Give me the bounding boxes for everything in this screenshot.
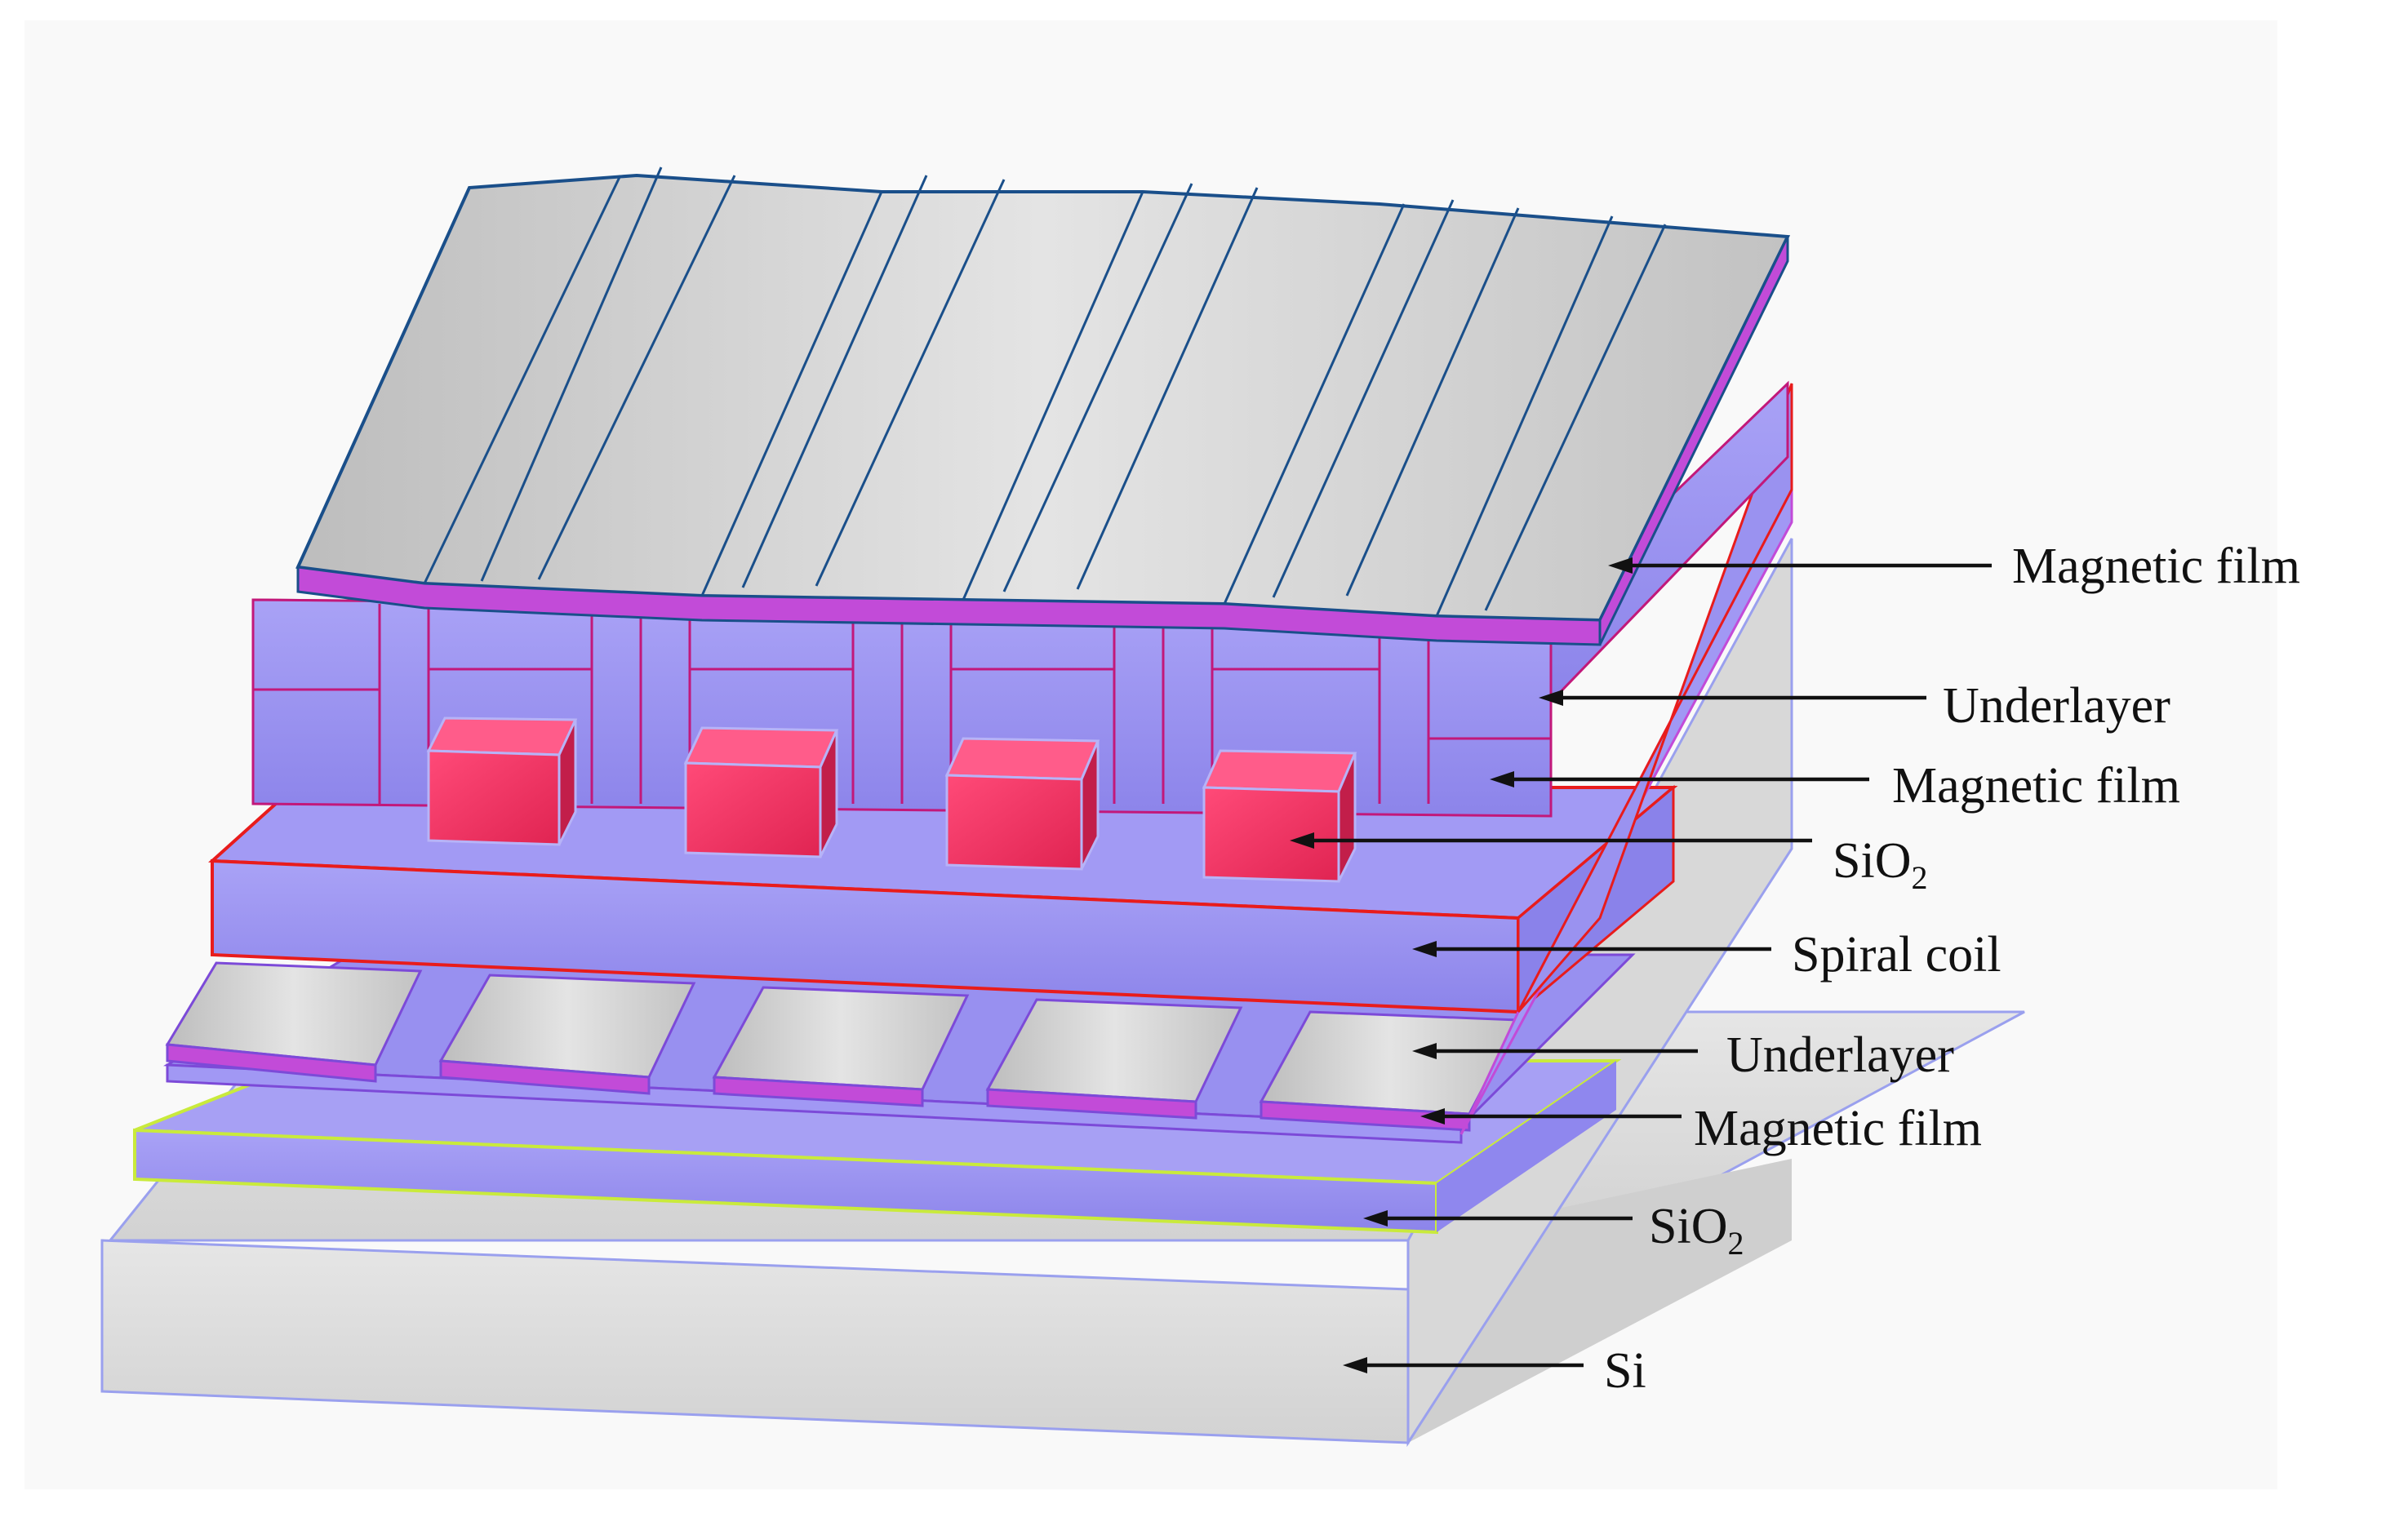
arrow-spiral-coil <box>1412 941 1771 957</box>
label-magnetic-film-top: Magnetic film <box>2012 539 2300 594</box>
lower-strip-1 <box>165 961 423 1083</box>
label-magnetic-film-bottom: Magnetic film <box>1694 1101 1982 1156</box>
label-spiral-coil: Spiral coil <box>1792 927 2001 983</box>
right-side-layers <box>1459 383 1793 1135</box>
arrow-sio2-upper <box>1290 832 1812 849</box>
lower-film-strips <box>165 961 1521 1132</box>
label-magnetic-film-middle: Magnetic film <box>1892 758 2180 814</box>
sio2-block-3 <box>944 737 1100 871</box>
arrow-magnetic-film-top <box>1608 557 1992 574</box>
label-sio2-upper: SiO2 <box>1833 833 1927 896</box>
arrow-magnetic-film-bottom <box>1420 1108 1682 1125</box>
arrow-underlayer-upper <box>1539 690 1926 706</box>
lower-strip-4 <box>985 998 1243 1120</box>
lower-strip-2 <box>438 974 696 1095</box>
top-magnetic-film <box>295 166 1791 646</box>
layer-labels: Magnetic film Underlayer Magnetic film S… <box>1604 539 2300 1399</box>
sio2-blocks <box>426 716 1357 883</box>
sio2-block-2 <box>683 726 839 858</box>
label-sio2-lower: SiO2 <box>1649 1199 1744 1262</box>
sio2-block-4 <box>1202 749 1357 883</box>
lower-strip-3 <box>712 986 970 1107</box>
label-si-substrate: Si <box>1604 1343 1646 1399</box>
arrow-magnetic-film-middle <box>1490 771 1869 787</box>
top-film-strip-lines <box>423 166 1667 617</box>
arrow-si-substrate <box>1343 1357 1584 1373</box>
arrow-sio2-lower <box>1363 1210 1633 1227</box>
sio2-block-1 <box>426 716 578 846</box>
callout-arrows <box>1290 557 1992 1373</box>
label-underlayer-lower: Underlayer <box>1726 1027 1954 1083</box>
label-underlayer-upper: Underlayer <box>1943 678 2170 734</box>
arrow-underlayer-lower <box>1412 1043 1698 1059</box>
